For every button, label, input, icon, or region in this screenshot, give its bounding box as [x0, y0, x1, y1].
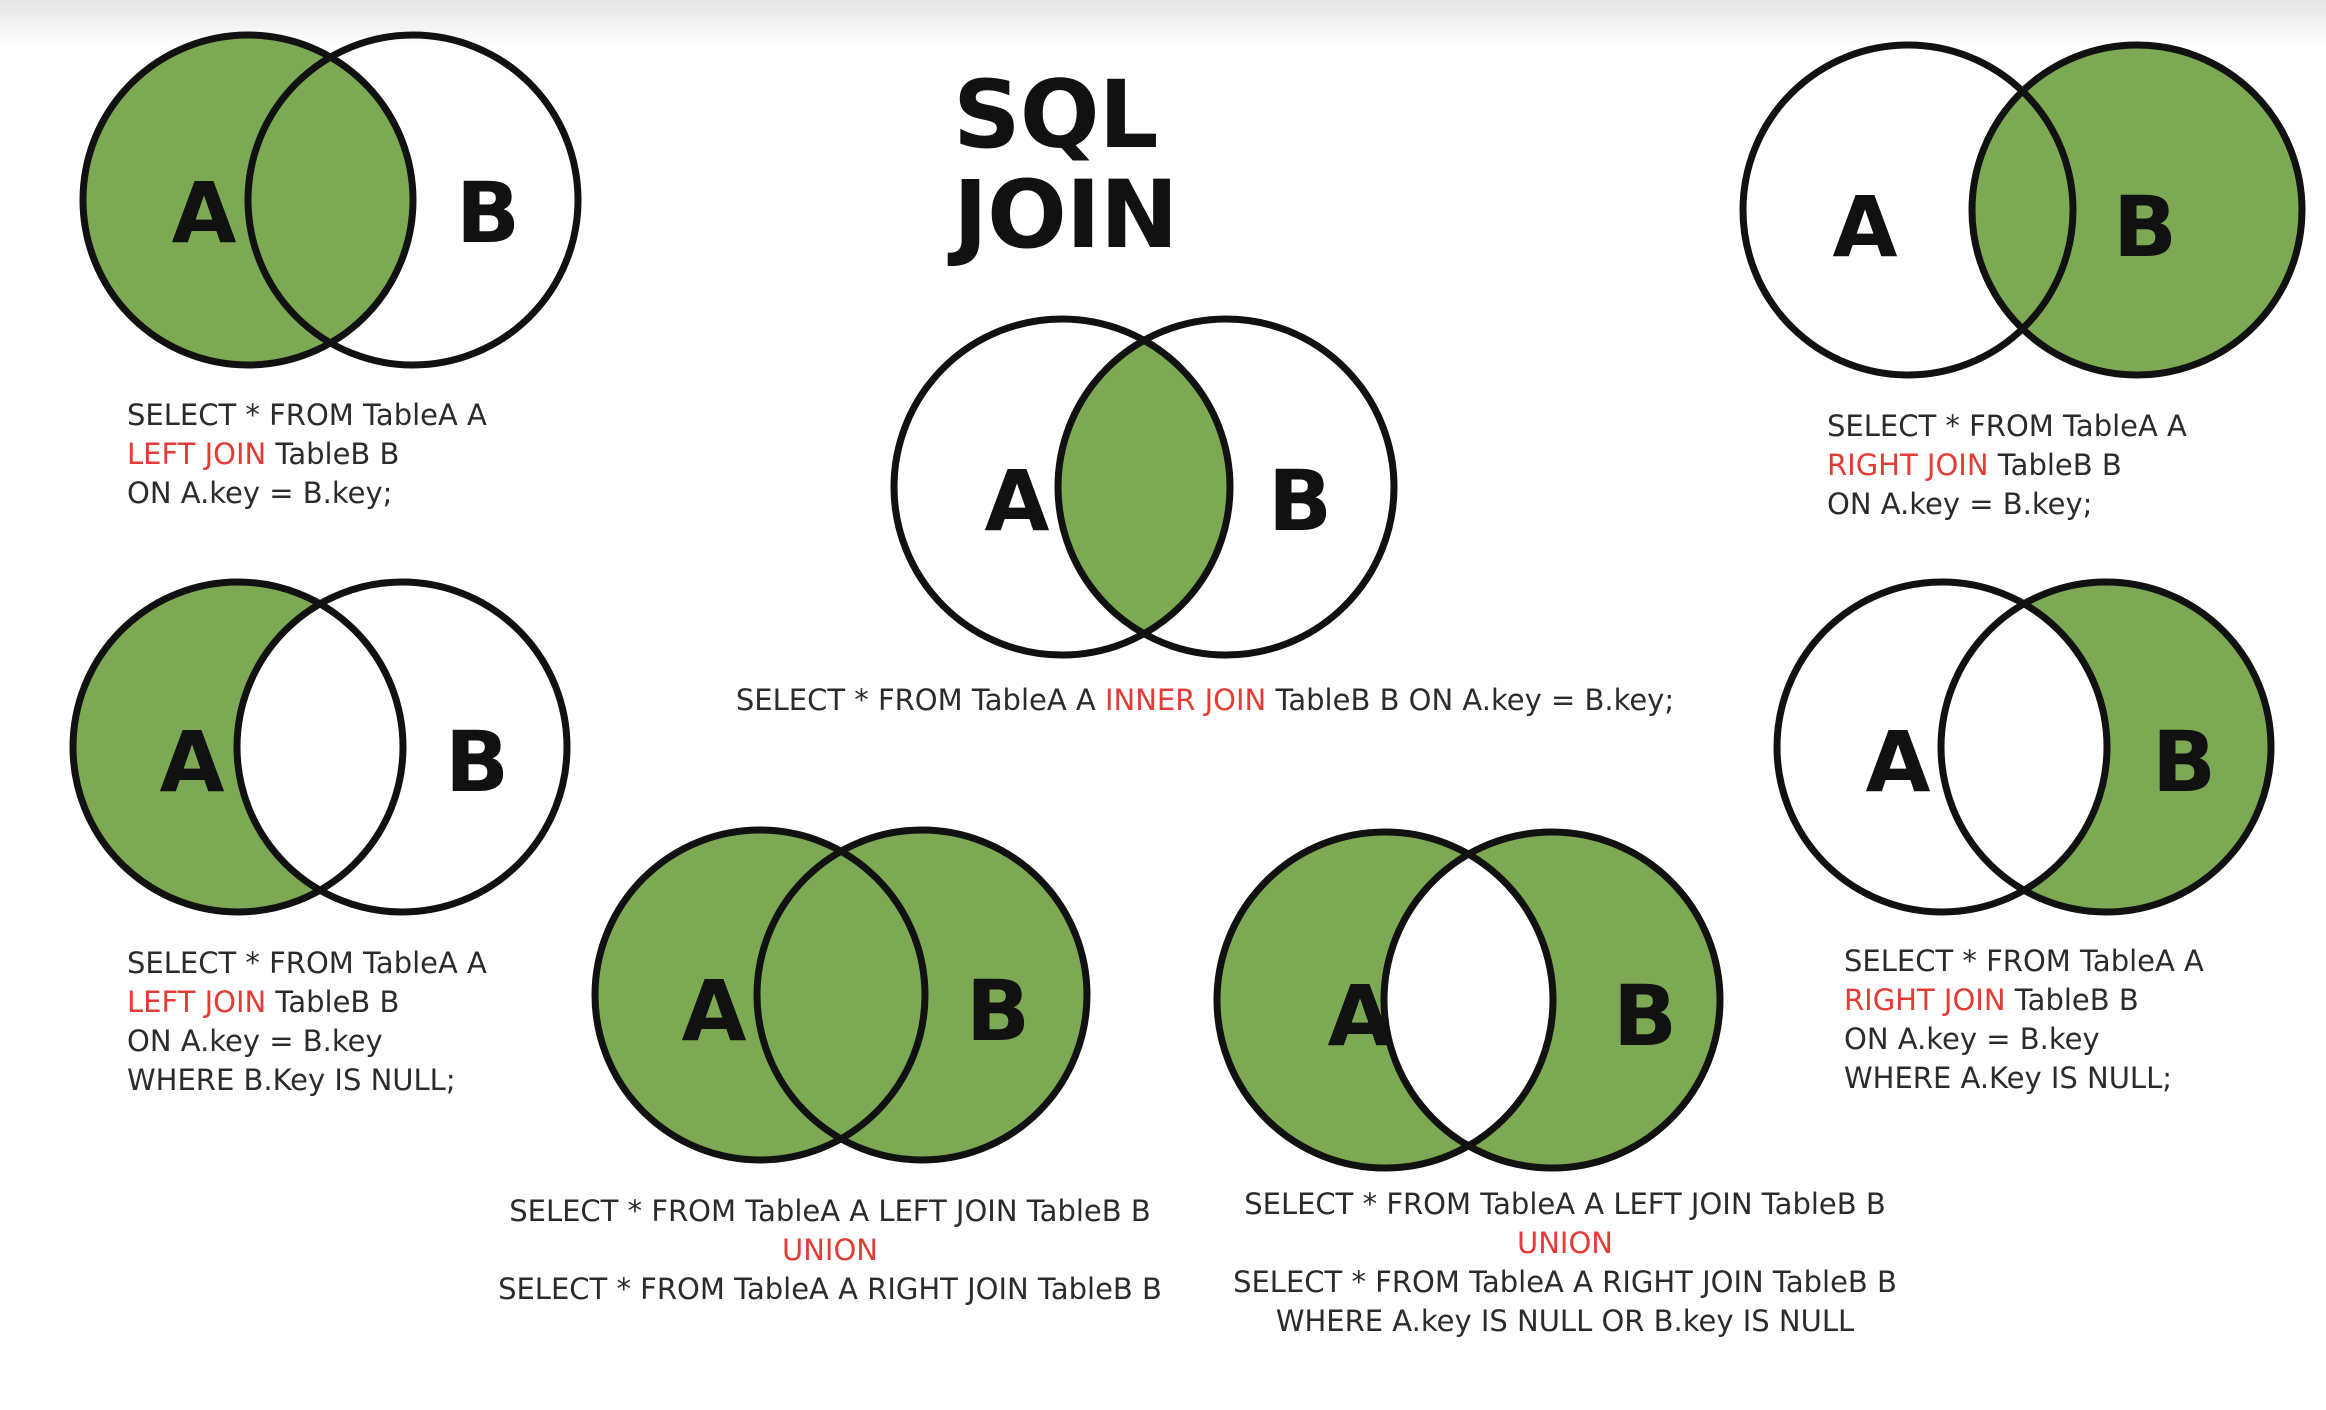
- sql-line: WHERE B.Key IS NULL;: [127, 1063, 456, 1097]
- sql-line: SELECT * FROM TableA A: [127, 398, 487, 432]
- sql-line: LEFT JOIN TableB B: [127, 435, 487, 474]
- sql-line: RIGHT JOIN TableB B: [1844, 981, 2204, 1020]
- sql-line: SELECT * FROM TableA A INNER JOIN TableB…: [690, 681, 1720, 720]
- sql-line: ON A.key = B.key: [127, 1024, 383, 1058]
- circle-b-outline: [1054, 315, 1398, 659]
- label-a: A: [1327, 967, 1392, 1065]
- sql-text: SELECT * FROM TableA A: [735, 683, 1105, 717]
- label-b: B: [456, 164, 520, 262]
- venn-full-outer-excluding: A B: [1213, 828, 1724, 1172]
- sql-line: SELECT * FROM TableA A RIGHT JOIN TableB…: [1233, 1265, 1897, 1299]
- label-b: B: [2152, 713, 2216, 811]
- label-b: B: [445, 713, 509, 811]
- sql-line: ON A.key = B.key: [1844, 1022, 2100, 1056]
- circle-b-outline: [1968, 41, 2306, 379]
- circle-b-outline: [1380, 828, 1724, 1172]
- sql-keyword: INNER JOIN: [1104, 683, 1267, 717]
- sql-line: LEFT JOIN TableB B: [127, 983, 487, 1022]
- venn-inner-join: A B: [890, 315, 1398, 659]
- label-a: A: [1865, 713, 1930, 811]
- label-b: B: [2113, 178, 2177, 276]
- label-b: B: [966, 962, 1030, 1060]
- sql-line: SELECT * FROM TableA A LEFT JOIN TableB …: [509, 1194, 1151, 1228]
- circle-a-outline: [591, 826, 929, 1164]
- sql-keyword: UNION: [782, 1233, 878, 1267]
- sql-left-only: SELECT * FROM TableA A LEFT JOIN TableB …: [127, 944, 487, 1100]
- sql-keyword: RIGHT JOIN: [1827, 448, 1989, 482]
- circle-a-outline: [69, 578, 407, 916]
- circle-a-outline: [1773, 578, 2111, 916]
- circle-a-outline: [79, 31, 417, 369]
- label-b: B: [1613, 967, 1677, 1065]
- circle-a-outline: [1213, 828, 1557, 1172]
- venn-right-only: A B: [1773, 578, 2275, 916]
- sql-line: SELECT * FROM TableA A: [1844, 944, 2204, 978]
- sql-text: TableB B: [266, 985, 400, 1019]
- label-a: A: [681, 962, 746, 1060]
- sql-line: SELECT * FROM TableA A: [1827, 409, 2187, 443]
- sql-right-only: SELECT * FROM TableA A RIGHT JOIN TableB…: [1844, 942, 2204, 1098]
- sql-line: ON A.key = B.key;: [1827, 487, 2093, 521]
- label-a: A: [171, 164, 236, 262]
- circle-a-outline: [1739, 41, 2077, 379]
- circle-b-outline: [244, 31, 582, 369]
- sql-line: SELECT * FROM TableA A: [127, 946, 487, 980]
- sql-text: TableB B: [1988, 448, 2122, 482]
- sql-text: TableB B: [2005, 983, 2139, 1017]
- venn-left-join: A B: [79, 31, 582, 369]
- sql-keyword: LEFT JOIN: [127, 985, 267, 1019]
- sql-full-outer-excluding: SELECT * FROM TableA A LEFT JOIN TableB …: [1215, 1185, 1915, 1341]
- sql-keyword: RIGHT JOIN: [1844, 983, 2006, 1017]
- venn-left-only: A B: [69, 578, 571, 916]
- circle-b-outline: [233, 578, 571, 916]
- sql-full-outer: SELECT * FROM TableA A LEFT JOIN TableB …: [480, 1192, 1180, 1309]
- label-b: B: [1268, 452, 1332, 550]
- venn-right-join: A B: [1739, 41, 2306, 379]
- label-a: A: [1832, 178, 1897, 276]
- sql-line: WHERE A.key IS NULL OR B.key IS NULL: [1275, 1304, 1855, 1338]
- sql-right-join: SELECT * FROM TableA A RIGHT JOIN TableB…: [1827, 407, 2187, 524]
- sql-inner-join: SELECT * FROM TableA A INNER JOIN TableB…: [690, 681, 1720, 720]
- sql-left-join: SELECT * FROM TableA A LEFT JOIN TableB …: [127, 396, 487, 513]
- sql-line: WHERE A.Key IS NULL;: [1844, 1061, 2173, 1095]
- sql-keyword: UNION: [1517, 1226, 1613, 1260]
- circle-b-outline: [753, 826, 1091, 1164]
- label-a: A: [984, 452, 1049, 550]
- sql-text: TableB B ON A.key = B.key;: [1266, 683, 1675, 717]
- sql-keyword: LEFT JOIN: [127, 437, 267, 471]
- sql-line: SELECT * FROM TableA A RIGHT JOIN TableB…: [498, 1272, 1162, 1306]
- sql-text: TableB B: [266, 437, 400, 471]
- label-a: A: [159, 713, 224, 811]
- sql-line: RIGHT JOIN TableB B: [1827, 446, 2187, 485]
- venn-full-outer: A B: [591, 826, 1091, 1164]
- circle-a-outline: [890, 315, 1234, 659]
- sql-line: SELECT * FROM TableA A LEFT JOIN TableB …: [1244, 1187, 1886, 1221]
- page-title: SQL JOIN: [953, 61, 1179, 270]
- circle-b-outline: [1937, 578, 2275, 916]
- sql-line: ON A.key = B.key;: [127, 476, 393, 510]
- intersection-filled: [1058, 319, 1230, 655]
